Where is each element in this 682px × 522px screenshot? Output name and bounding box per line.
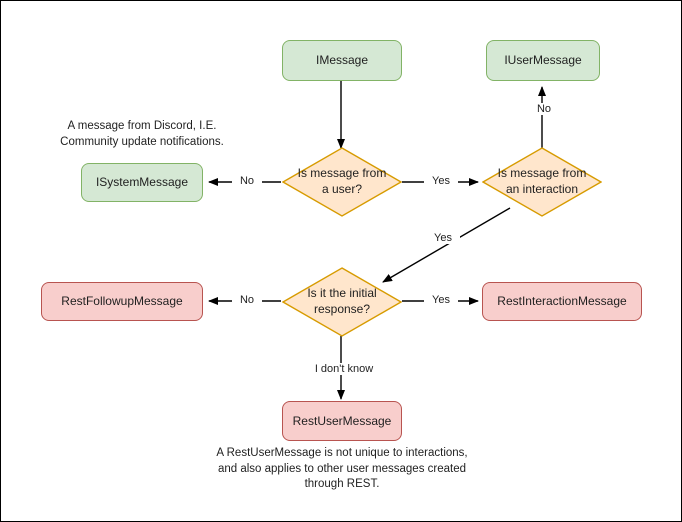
- node-isystemmessage-label: ISystemMessage: [95, 175, 189, 189]
- edge-label-initial-yes: Yes: [424, 294, 458, 306]
- node-imessage-label: IMessage: [315, 53, 369, 67]
- edge-label-interaction-yes: Yes: [426, 232, 460, 244]
- edge-label-initial-no: No: [232, 294, 262, 306]
- node-is-message-from-an-interaction[interactable]: Is message from an interaction: [482, 147, 602, 217]
- annotation-system-message-note: A message from Discord, I.E. Community u…: [60, 120, 224, 148]
- edge-label-interaction-no: No: [529, 103, 559, 115]
- node-restinteractionmessage-label: RestInteractionMessage: [497, 294, 627, 308]
- node-is-message-from-a-user-label: Is message from a user?: [297, 166, 387, 196]
- node-restfollowupmessage[interactable]: RestFollowupMessage: [41, 282, 203, 321]
- node-iusermessage[interactable]: IUserMessage: [486, 40, 600, 81]
- node-restusermessage[interactable]: RestUserMessage: [282, 401, 402, 441]
- node-restusermessage-label: RestUserMessage: [292, 413, 392, 428]
- node-isystemmessage[interactable]: ISystemMessage: [81, 163, 203, 202]
- node-iusermessage-label: IUserMessage: [504, 53, 582, 67]
- node-is-message-from-an-interaction-label: Is message from an interaction: [497, 166, 587, 196]
- node-restfollowupmessage-label: RestFollowupMessage: [61, 294, 183, 308]
- node-is-message-from-a-user[interactable]: Is message from a user?: [282, 147, 402, 217]
- node-is-it-the-initial-response-label: Is it the initial response?: [307, 286, 377, 316]
- edge-label-user-no: No: [232, 175, 262, 187]
- edge-label-initial-unknown: I don't know: [292, 363, 396, 375]
- node-imessage[interactable]: IMessage: [282, 40, 402, 81]
- edge-interaction-question-to-initial-question: [382, 207, 511, 283]
- annotation-rest-user-message-note: A RestUserMessage is not unique to inter…: [216, 447, 468, 491]
- node-is-it-the-initial-response[interactable]: Is it the initial response?: [282, 267, 402, 337]
- node-restinteractionmessage[interactable]: RestInteractionMessage: [482, 282, 642, 321]
- edge-label-user-yes: Yes: [424, 175, 458, 187]
